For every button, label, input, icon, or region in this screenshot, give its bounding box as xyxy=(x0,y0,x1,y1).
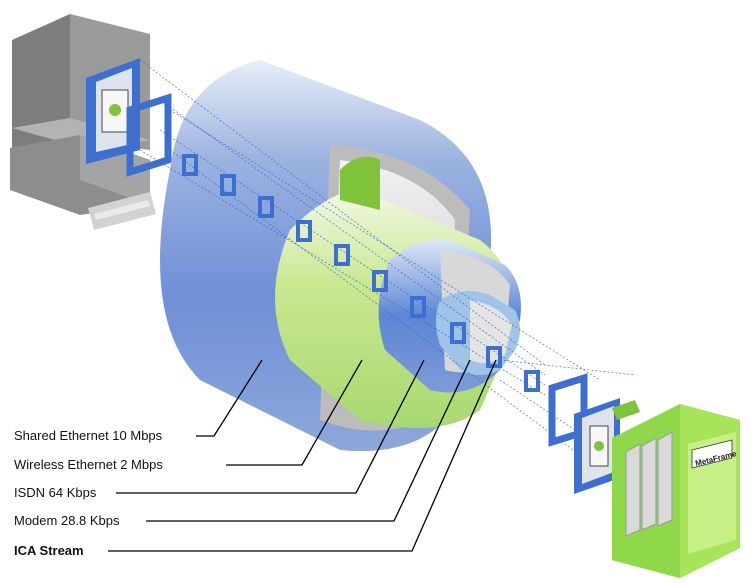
label-isdn: ISDN 64 Kbps xyxy=(14,485,97,500)
label-modem: Modem 28.8 Kbps xyxy=(14,513,120,528)
label-leader-lines xyxy=(108,359,497,552)
label-ica-stream: ICA Stream xyxy=(14,543,84,558)
client-screen-frames xyxy=(86,58,172,177)
ica-packets xyxy=(182,154,540,392)
label-wireless-ethernet: Wireless Ethernet 2 Mbps xyxy=(14,457,163,472)
label-shared-ethernet: Shared Ethernet 10 Mbps xyxy=(14,428,163,443)
server-screen-frames xyxy=(548,373,640,494)
ica-stream-beam xyxy=(139,59,636,471)
metaframe-server: MetaFrame xyxy=(612,404,740,578)
